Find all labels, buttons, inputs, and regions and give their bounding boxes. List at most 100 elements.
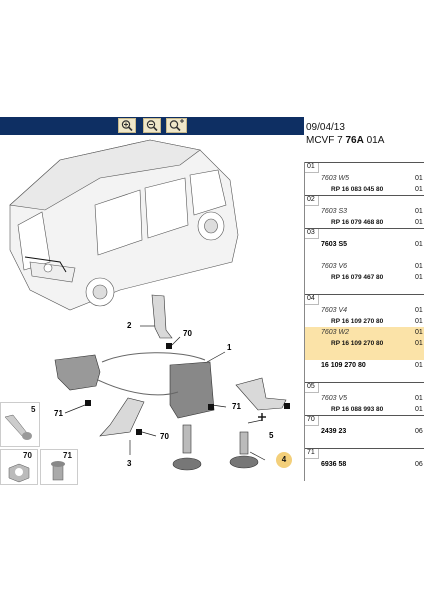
part-label: 7603 V6 bbox=[321, 263, 348, 270]
part-row[interactable]: RP 16 079 467 80 01 bbox=[305, 272, 424, 283]
part-reference: RP 16 109 270 80 bbox=[331, 318, 384, 325]
striker-part-4 bbox=[229, 455, 259, 469]
part-quantity: 01 bbox=[415, 395, 423, 402]
part-row[interactable] bbox=[305, 371, 424, 382]
catalog-code: MCVF 7 76A 01A bbox=[306, 135, 385, 146]
part-label: 7603 W5 bbox=[321, 175, 350, 182]
part-row[interactable]: RP 16 088 993 80 01 bbox=[305, 404, 424, 415]
part-group-number: 70 bbox=[305, 416, 319, 426]
part-reference: RP 16 109 270 80 bbox=[331, 340, 384, 347]
part-row[interactable]: RP 16 079 468 80 01 bbox=[305, 217, 424, 228]
part-reference: RP 16 079 467 80 bbox=[331, 274, 384, 281]
part-row[interactable]: 7603 W5 01 bbox=[305, 173, 424, 184]
part-row[interactable] bbox=[305, 283, 424, 294]
callout-70-b: 70 bbox=[160, 432, 169, 441]
part-row[interactable]: 7603 S3 01 bbox=[305, 206, 424, 217]
zoom-toolbar bbox=[0, 117, 304, 135]
part-quantity: 01 bbox=[415, 241, 423, 248]
bracket-part-5 bbox=[235, 377, 287, 411]
part-row[interactable]: 16 109 270 80 01 bbox=[305, 360, 424, 371]
callout-3: 3 bbox=[127, 459, 132, 468]
callout-71-b: 71 bbox=[232, 402, 241, 411]
part-row[interactable]: 7603 W2 01 bbox=[305, 327, 424, 338]
thumb-label-71: 71 bbox=[63, 451, 72, 460]
part-label: 2439 23 bbox=[321, 428, 347, 435]
thumb-part-71[interactable]: 71 bbox=[40, 449, 78, 485]
part-label: 7603 S5 bbox=[321, 241, 348, 248]
part-group-number: 01 bbox=[305, 163, 319, 173]
callout-71-a: 71 bbox=[54, 409, 63, 418]
part-quantity: 01 bbox=[415, 208, 423, 215]
part-label: 7603 V5 bbox=[321, 395, 348, 402]
zoom-out-icon bbox=[146, 120, 158, 132]
part-row[interactable]: 7603 S5 01 bbox=[305, 239, 424, 250]
part-reference: RP 16 088 993 80 bbox=[331, 406, 384, 413]
part-label: 6936 58 bbox=[321, 461, 347, 468]
part-label: 7603 W2 bbox=[321, 329, 350, 336]
part-label: 7603 V4 bbox=[321, 307, 348, 314]
zoom-out-button[interactable] bbox=[143, 118, 161, 133]
nut-icon bbox=[8, 463, 30, 483]
part-group-number: 71 bbox=[305, 449, 319, 459]
part-quantity: 01 bbox=[415, 340, 423, 347]
thumb-part-5[interactable]: 5 bbox=[0, 402, 40, 447]
part-row[interactable]: RP 16 109 270 80 01 bbox=[305, 316, 424, 327]
thumb-part-70[interactable]: 70 bbox=[0, 449, 38, 485]
bolt-icon bbox=[51, 461, 65, 481]
part-group-number: 03 bbox=[305, 229, 319, 239]
part-label: 7603 S3 bbox=[321, 208, 348, 215]
fastener-markers bbox=[85, 343, 290, 435]
part-quantity: 01 bbox=[415, 186, 423, 193]
component-drawings bbox=[54, 294, 287, 471]
part-group-number: 02 bbox=[305, 196, 319, 206]
part-row[interactable] bbox=[305, 470, 424, 481]
callout-4-bubble: 4 bbox=[276, 452, 292, 468]
callout-70-a: 70 bbox=[183, 329, 192, 338]
zoom-in-button[interactable] bbox=[118, 118, 136, 133]
part-label: 16 109 270 80 bbox=[321, 362, 366, 369]
leader-lines bbox=[64, 325, 266, 461]
part-reference: RP 16 079 468 80 bbox=[331, 219, 384, 226]
main-lock-part-1 bbox=[169, 361, 215, 419]
part-quantity: 01 bbox=[415, 219, 423, 226]
callout-2: 2 bbox=[127, 321, 132, 330]
part-group-number: 05 bbox=[305, 383, 319, 393]
van-illustration bbox=[9, 139, 239, 311]
callout-5: 5 bbox=[269, 431, 274, 440]
thumb-label-70: 70 bbox=[23, 451, 32, 460]
part-quantity: 01 bbox=[415, 263, 423, 270]
part-quantity: 01 bbox=[415, 406, 423, 413]
part-quantity: 06 bbox=[415, 461, 423, 468]
part-group-number: 04 bbox=[305, 295, 319, 305]
part-row[interactable]: 7603 V5 01 bbox=[305, 393, 424, 404]
screw-icon bbox=[4, 414, 32, 440]
part-quantity: 01 bbox=[415, 274, 423, 281]
part-row[interactable]: RP 16 109 270 80 01 bbox=[305, 338, 424, 349]
part-row[interactable]: 7603 V4 01 bbox=[305, 305, 424, 316]
zoom-fit-button[interactable] bbox=[166, 118, 187, 133]
part-row[interactable]: 7603 V6 01 bbox=[305, 261, 424, 272]
part-quantity: 01 bbox=[415, 307, 423, 314]
bracket-part-2 bbox=[151, 294, 173, 339]
part-row[interactable] bbox=[305, 437, 424, 448]
part-quantity: 01 bbox=[415, 362, 423, 369]
part-quantity: 01 bbox=[415, 318, 423, 325]
part-quantity: 01 bbox=[415, 175, 423, 182]
lock-actuator bbox=[54, 354, 101, 391]
part-quantity: 01 bbox=[415, 329, 423, 336]
part-row[interactable] bbox=[305, 250, 424, 261]
part-row[interactable]: 2439 23 06 bbox=[305, 426, 424, 437]
bracket-part-3 bbox=[99, 397, 145, 437]
zoom-fit-icon bbox=[169, 119, 184, 132]
part-row[interactable]: 6936 58 06 bbox=[305, 459, 424, 470]
part-row[interactable] bbox=[305, 349, 424, 360]
part-quantity: 06 bbox=[415, 428, 423, 435]
